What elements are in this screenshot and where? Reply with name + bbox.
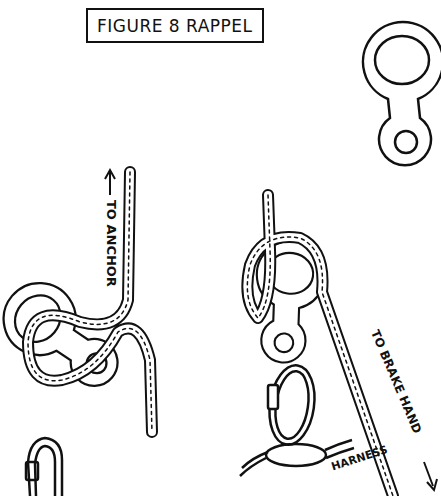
figure8-device bbox=[363, 22, 441, 165]
anchor-arrow bbox=[105, 170, 115, 195]
title-box: FIGURE 8 RAPPEL bbox=[86, 8, 264, 43]
title: FIGURE 8 RAPPEL bbox=[97, 16, 253, 36]
brake-arrow bbox=[424, 462, 437, 490]
rope bbox=[28, 172, 152, 432]
carabiner-locking bbox=[265, 362, 320, 447]
anchor-label: TO ANCHOR bbox=[105, 200, 118, 287]
carabiner bbox=[26, 438, 62, 496]
brake-label: TO BRAKE HAND bbox=[369, 328, 424, 435]
rope bbox=[247, 195, 393, 496]
